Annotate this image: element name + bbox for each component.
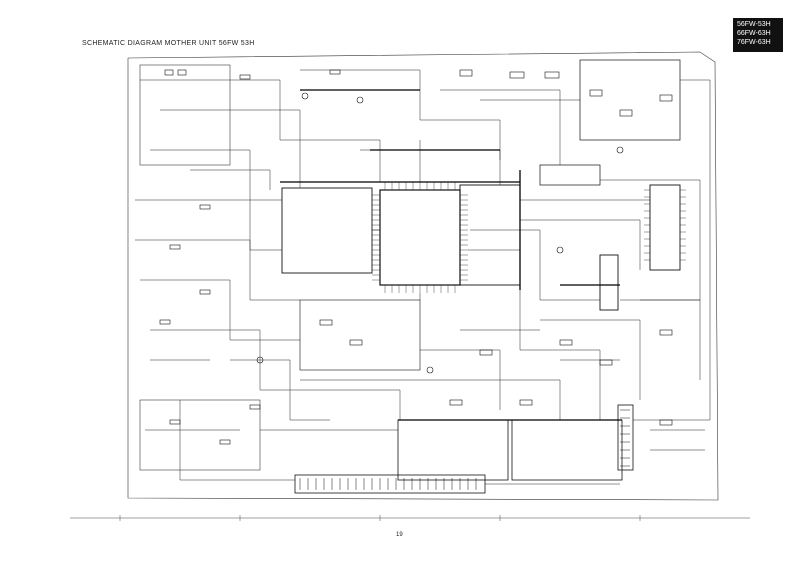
bottom-connector-row: [294, 474, 486, 494]
output-block: [511, 419, 623, 481]
ic-pin-rows: [372, 182, 686, 293]
tuner-block: [539, 164, 601, 186]
bus-lines: [280, 89, 622, 421]
connector-pins: [299, 409, 630, 490]
video-ic: [281, 187, 373, 274]
model-badge: 56FW-53H 66FW-63H 76FW-63H: [733, 18, 783, 52]
schematic-frame: [127, 51, 719, 501]
left-input-block: [139, 64, 231, 166]
ic-blocks: [139, 59, 681, 494]
main-processor-ic: [379, 189, 461, 286]
power-block: [397, 419, 509, 481]
page-title: SCHEMATIC DIAGRAM MOTHER UNIT 56FW 53H: [82, 40, 255, 47]
center-lower-block: [299, 299, 421, 371]
deflection-ic: [599, 254, 619, 311]
bottom-left-block: [139, 399, 261, 471]
model-label-1: 56FW-53H: [737, 21, 771, 28]
bottom-ruler: [70, 515, 750, 521]
memory-ic: [649, 184, 681, 271]
page-number: 19: [396, 532, 403, 538]
model-label-3: 76FW-63H: [737, 39, 771, 46]
component-symbols: [159, 69, 673, 445]
wiring-traces: [135, 69, 711, 485]
upper-right-block: [579, 59, 681, 141]
model-label-2: 66FW-63H: [737, 30, 771, 37]
connector-block: [617, 404, 634, 471]
audio-processor-ic: [459, 184, 521, 286]
